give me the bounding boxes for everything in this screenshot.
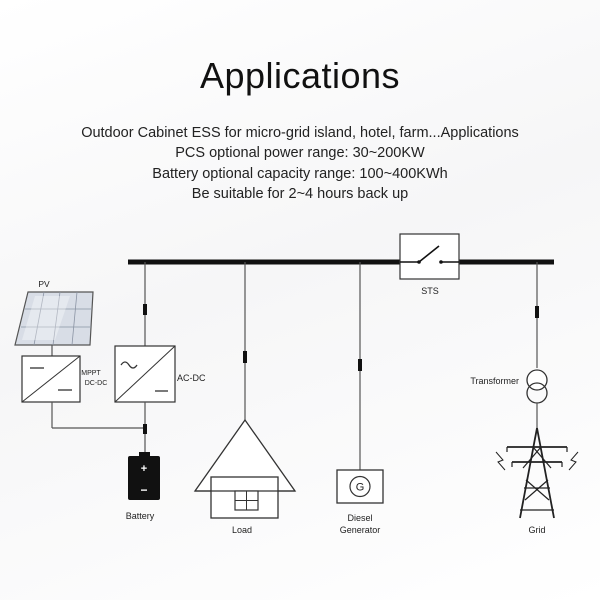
description-line-3: Battery optional capacity range: 100~400…: [152, 166, 448, 182]
description-line-1: Outdoor Cabinet ESS for micro-grid islan…: [81, 125, 519, 141]
grid-tower-icon: [495, 427, 579, 519]
svg-text:−: −: [140, 483, 147, 497]
battery-label: Battery: [126, 511, 155, 521]
grid-label: Grid: [528, 525, 545, 535]
description-line-2: PCS optional power range: 30~200KW: [175, 145, 425, 161]
battery-icon: + −: [128, 452, 160, 500]
ac-dc-converter: [114, 345, 176, 403]
svg-text:+: +: [141, 463, 147, 475]
pv-label: PV: [38, 279, 50, 289]
svg-text:G: G: [356, 482, 365, 494]
page-title: Applications: [199, 55, 401, 96]
description-line-4: Be suitable for 2~4 hours back up: [191, 186, 409, 202]
mppt-dc-dc-converter: [21, 355, 81, 403]
diesel-generator-icon: G: [336, 469, 384, 504]
pv-panel-icon: [14, 291, 94, 346]
load-house-icon: [193, 418, 297, 519]
dc-dc-label: DC-DC: [85, 380, 108, 387]
transformer-label: Transformer: [470, 376, 519, 386]
sts-switch: [399, 233, 460, 280]
generator-label: Generator: [340, 525, 381, 535]
mppt-label: MPPT: [81, 370, 101, 377]
sts-label: STS: [421, 286, 439, 296]
ac-dc-label: AC-DC: [177, 373, 206, 383]
load-label: Load: [232, 525, 252, 535]
diesel-label: Diesel: [347, 513, 372, 523]
transformer-icon: [526, 369, 548, 404]
